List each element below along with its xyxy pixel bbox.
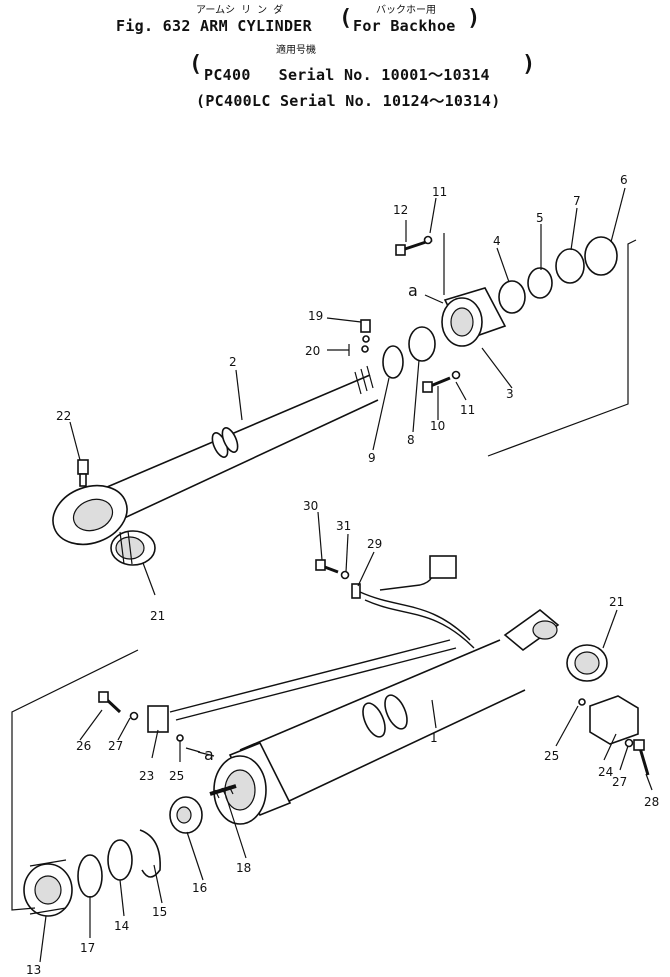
rod-assembly [52,365,379,546]
label-8: 8 [407,433,415,447]
o-ring-25-right [578,698,586,706]
label-14: 14 [114,919,129,933]
jp-part-name: アームシ リ ン ダ [196,5,284,16]
label-11-bottom: 11 [460,403,475,417]
label-3: 3 [506,387,514,401]
jp-applicable-models: 適用号機 [276,45,316,56]
label-2: 2 [229,355,237,369]
piston-13 [23,859,73,917]
screw-18 [209,784,237,799]
cylinder-head-gland [441,287,507,347]
assembly-outline-lower [11,649,139,911]
bolt-30 [315,559,339,574]
label-5: 5 [536,211,544,225]
grease-fitting [77,459,89,487]
bushing-8 [408,326,436,362]
serial-line-pc400lc: (PC400LC Serial No. 10124～10314) [196,92,501,110]
ref-arrow-top [424,294,444,304]
assembly-outline-upper [443,233,637,457]
label-25-right: 25 [544,749,559,763]
paren-close: ) [467,6,481,31]
label-1: 1 [430,731,438,745]
label-27-left: 27 [108,739,123,753]
clamp-29 [351,583,361,599]
ref-arrow-bottom [185,747,201,753]
washer-11-bottom [451,370,461,380]
o-ring-6 [584,236,618,276]
label-4: 4 [493,234,501,248]
label-24: 24 [598,765,613,779]
pipe-flange-block [429,555,457,579]
label-13: 13 [26,963,41,977]
label-9: 9 [368,451,376,465]
leader-lines [39,187,653,963]
wear-ring-17 [77,854,103,898]
rod-seal [527,267,553,299]
washer-27-right [624,738,634,748]
o-ring-20a [362,335,370,343]
bushing-4 [498,280,526,314]
part-labels: 11 12 6 7 5 4 3 19 20 2 8 9 10 11 22 21 … [26,173,659,977]
o-ring-20b [361,345,369,353]
label-12: 12 [393,203,408,217]
label-30: 30 [303,499,318,513]
usage-label: For Backhoe [353,17,456,35]
label-15: 15 [152,905,167,919]
bolt-28 [633,739,650,776]
bushing-upper [110,530,156,566]
pipe-lower [169,639,451,713]
label-10: 10 [430,419,445,433]
snap-ring [382,345,404,379]
ref-a-top: a [408,281,418,300]
piston-ring-14 [107,839,133,881]
label-29: 29 [367,537,382,551]
plug-19 [360,319,371,333]
bushing-lower [566,644,608,682]
label-27-right: 27 [612,775,627,789]
label-18: 18 [236,861,251,875]
label-26: 26 [76,739,91,753]
paren-close-2: ) [522,52,536,77]
wear-ring-15 [139,829,161,878]
bolt-26 [98,691,122,714]
label-31: 31 [336,519,351,533]
bolt-10 [422,376,451,393]
label-22: 22 [56,409,71,423]
serial-line-pc400: PC400 Serial No. 10001～10314 [204,66,490,84]
label-28: 28 [644,795,659,809]
washer-27-left [129,711,139,721]
flange-block-23 [147,705,169,733]
label-21-top: 21 [150,609,165,623]
label-11-top: 11 [432,185,447,199]
cylinder-tube [239,608,560,811]
label-6: 6 [620,173,628,187]
ref-a-bottom: a [204,745,214,764]
jp-usage: バックホー用 [376,5,436,16]
label-17: 17 [80,941,95,955]
backup-ring [555,248,585,284]
label-19: 19 [308,309,323,323]
label-20: 20 [305,344,320,358]
washer-31 [340,570,350,580]
paren-open-2: ( [189,52,203,77]
figure-title: Fig. 632 ARM CYLINDER [116,17,312,35]
label-16: 16 [192,881,207,895]
label-7: 7 [573,194,581,208]
tube-flange [213,741,292,825]
paren-open: ( [339,6,353,31]
washer-11-top [423,235,433,245]
label-21-bottom: 21 [609,595,624,609]
label-23: 23 [139,769,154,783]
label-25-left: 25 [169,769,184,783]
pipe-upper [359,591,471,641]
flange-block-24 [589,695,639,745]
